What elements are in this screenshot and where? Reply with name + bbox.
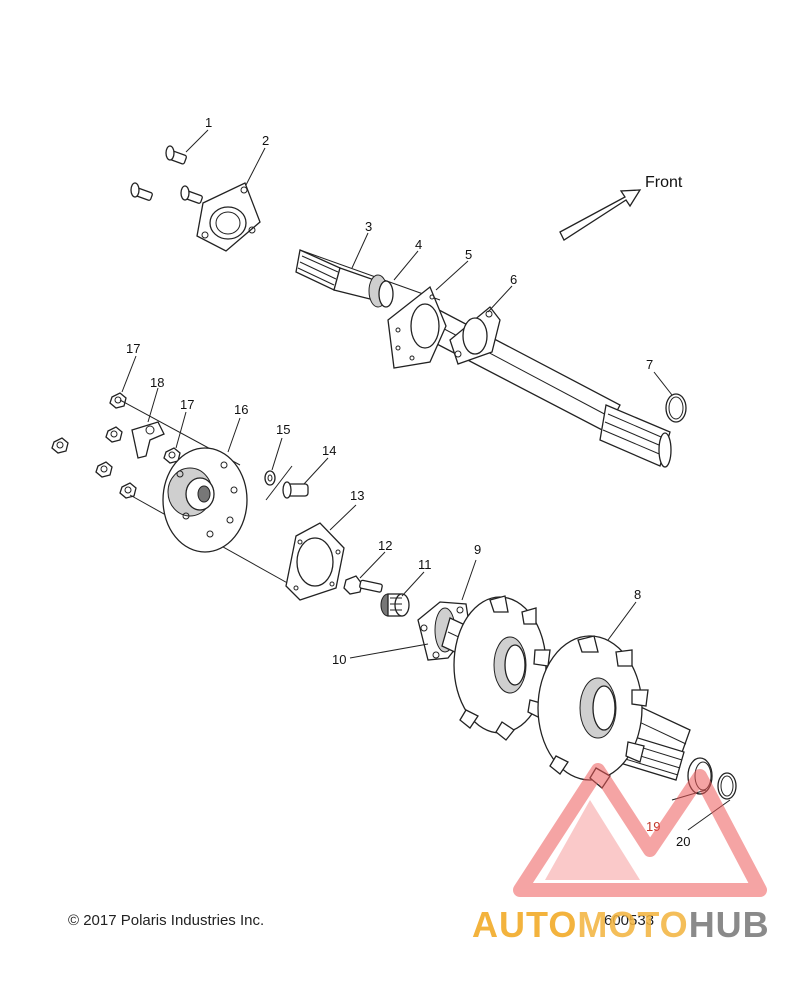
callout-17b: 17 <box>180 397 194 412</box>
diagram-code: 600533 <box>604 912 655 929</box>
callout-12: 12 <box>378 538 392 553</box>
bearing-part-4 <box>368 274 394 308</box>
nut-part-17 <box>109 392 127 409</box>
callout-16: 16 <box>234 402 248 417</box>
bracket-part-18 <box>131 421 165 459</box>
callout-18: 18 <box>150 375 164 390</box>
nuts-group <box>51 426 181 499</box>
callout-8: 8 <box>634 587 641 602</box>
callout-3: 3 <box>365 219 372 234</box>
callout-1: 1 <box>205 115 212 130</box>
callout-15: 15 <box>276 422 290 437</box>
callout-11: 11 <box>418 557 432 572</box>
callout-9: 9 <box>474 542 481 557</box>
track-sprocket-part-8 <box>453 595 649 789</box>
bolt-part-1 <box>130 145 203 204</box>
flange-gasket-part-6 <box>449 306 501 365</box>
bolt-part-12 <box>343 575 383 595</box>
pin-part-14 <box>282 481 309 499</box>
copyright-text: © 2017 Polaris Industries Inc. <box>68 912 265 929</box>
gasket-part-13 <box>285 522 345 601</box>
front-direction-arrow <box>559 189 642 241</box>
snap-ring-part-20 <box>717 772 737 800</box>
callout-2: 2 <box>262 133 269 148</box>
watermark-text: AUTOMOTOHUB <box>472 904 770 945</box>
callout-13: 13 <box>350 488 364 503</box>
callout-5: 5 <box>465 247 472 262</box>
front-label: Front <box>645 174 683 191</box>
callout-14: 14 <box>322 443 336 458</box>
assembly-line-c <box>265 465 293 501</box>
callout-4: 4 <box>415 237 422 252</box>
watermark-logo <box>513 763 767 897</box>
leader-lines <box>121 129 731 831</box>
washer-part-15 <box>264 470 276 486</box>
gear-part-11 <box>380 593 410 617</box>
drive-shaft-part-3 <box>295 249 672 468</box>
bearing-flange-part-2 <box>196 182 261 252</box>
bearing-plate-part-5 <box>387 285 447 369</box>
callout-numbers: 1 2 3 4 5 6 7 8 9 10 11 12 13 14 15 16 1… <box>126 115 690 849</box>
callout-17a: 17 <box>126 341 140 356</box>
callout-6: 6 <box>510 272 517 287</box>
callout-10: 10 <box>332 652 346 667</box>
hub-flange-part-16 <box>162 447 248 553</box>
callout-20: 20 <box>676 834 690 849</box>
o-ring-part-7 <box>665 393 687 423</box>
callout-7: 7 <box>646 357 653 372</box>
